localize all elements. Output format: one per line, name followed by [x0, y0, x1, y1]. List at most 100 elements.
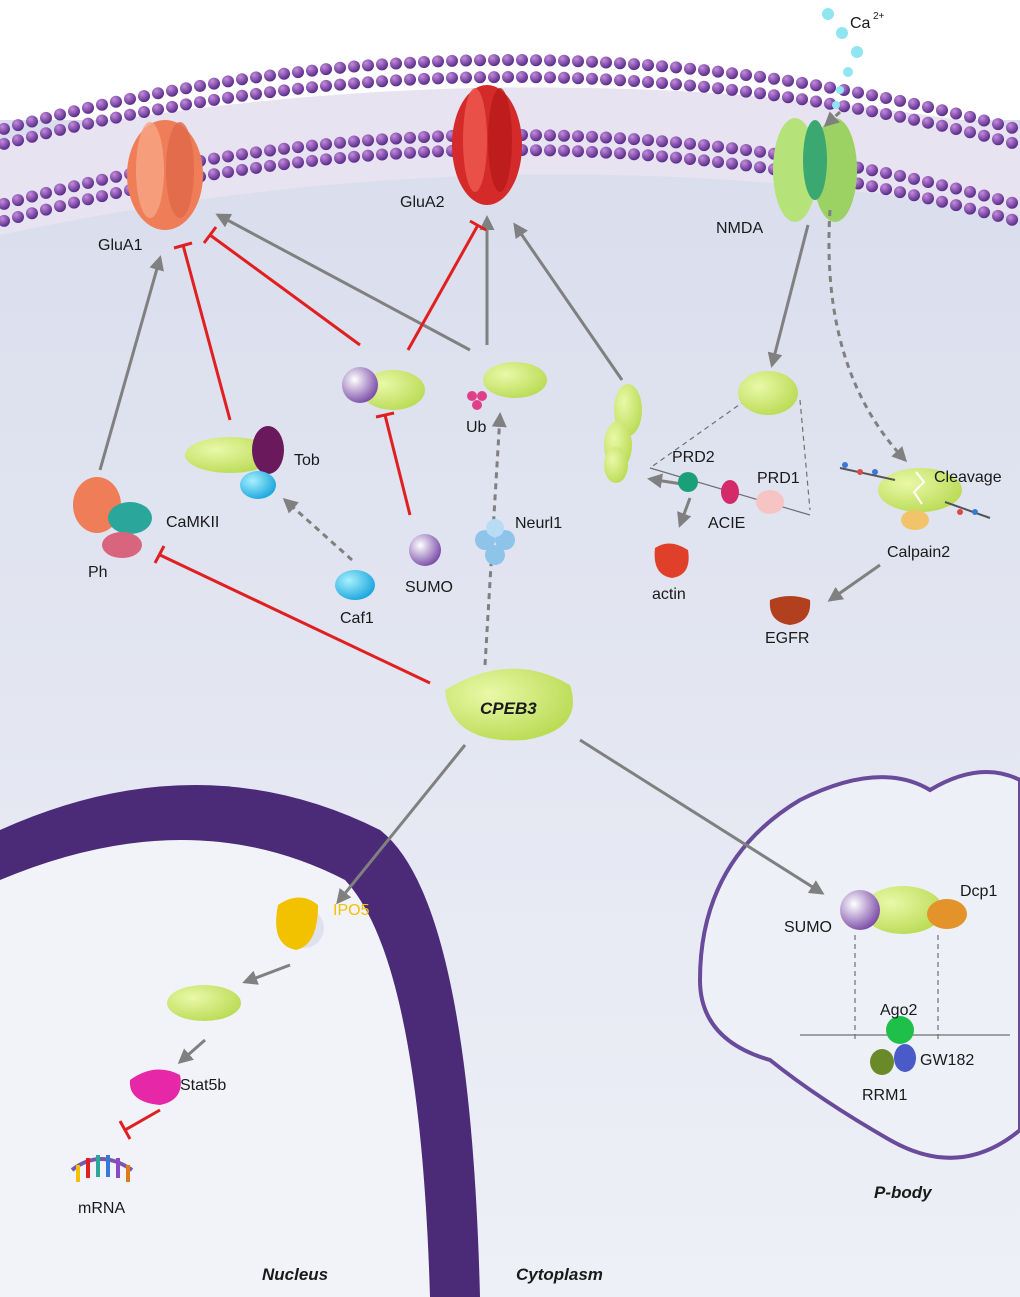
lipid-head: [26, 115, 38, 128]
lipid-head: [684, 153, 696, 165]
lipid-head: [278, 142, 290, 155]
lipid-head: [376, 148, 388, 161]
lipid-head: [404, 131, 416, 144]
lipid-head: [880, 108, 892, 120]
label-gw182: GW182: [920, 1052, 974, 1069]
lipid-head: [26, 207, 38, 220]
p-body-boundary: [697, 770, 1020, 1160]
lipid-head: [0, 122, 10, 135]
lipid-head: [264, 86, 276, 99]
lipid-head: [502, 71, 514, 83]
lipid-head: [866, 180, 878, 193]
lipid-head: [992, 209, 1004, 222]
lipid-head: [40, 111, 52, 124]
label-pbody: P-body: [874, 1183, 933, 1202]
label-prd1: PRD1: [757, 470, 800, 487]
lipid-head: [68, 180, 80, 193]
lipid-head: [362, 76, 374, 89]
lipid-head: [278, 84, 290, 97]
lipid-head: [236, 89, 248, 102]
lipid-head: [558, 129, 570, 142]
lipid-head: [138, 106, 150, 118]
lipid-head: [782, 74, 794, 87]
lipid-head: [166, 84, 178, 97]
lipid-head: [670, 78, 682, 91]
lipid-head: [0, 137, 10, 150]
lipid-head: [936, 195, 948, 208]
lipid-head: [40, 203, 52, 216]
lipid-head: [390, 57, 402, 70]
neurl1-protein: [475, 519, 515, 565]
lipid-head: [320, 79, 332, 92]
lipid-head: [726, 83, 738, 96]
label-ca-charge: 2+: [873, 11, 885, 22]
lipid-head: [250, 146, 262, 159]
lipid-head: [978, 129, 990, 142]
lipid-head: [558, 71, 570, 84]
lipid-head: [586, 145, 598, 158]
lipid-head: [334, 136, 346, 149]
lipid-head: [992, 133, 1004, 146]
lipid-head: [362, 149, 374, 162]
lipid-head: [544, 129, 556, 142]
lipid-head: [558, 144, 570, 157]
lipid-head: [964, 185, 976, 198]
lipid-head: [208, 77, 220, 90]
lipid-head: [964, 202, 976, 215]
lipid-head: [740, 144, 752, 156]
lipid-head: [852, 86, 864, 99]
lipid-head: [180, 98, 192, 111]
lipid-head: [418, 56, 430, 68]
lipid-head: [348, 135, 360, 148]
lipid-head: [936, 104, 948, 117]
lipid-head: [614, 147, 626, 160]
mrna-molecule: [70, 1155, 134, 1182]
lipid-head: [138, 90, 150, 103]
lipid-head: [278, 67, 290, 80]
lipid-head: [628, 133, 640, 146]
lipid-head: [250, 87, 262, 100]
lipid-head: [880, 183, 892, 196]
calpain-cleavage-complex: [839, 462, 991, 530]
lipid-head: [908, 189, 920, 202]
prd1-domain: [756, 490, 784, 514]
glua1-receptor: [127, 120, 203, 230]
prd2-domain: [678, 472, 698, 492]
lipid-head: [600, 146, 612, 159]
ph-camkii-complex: [73, 477, 152, 558]
lipid-head: [208, 152, 220, 165]
lipid-head: [670, 151, 682, 164]
lipid-head: [656, 60, 668, 73]
lipid-head: [1006, 213, 1018, 226]
label-glua1: GluA1: [98, 237, 143, 254]
lipid-head: [292, 141, 304, 154]
lipid-head: [334, 61, 346, 74]
lipid-head: [530, 129, 542, 142]
lipid-head: [82, 101, 94, 114]
ub-cpeb3-complex: [467, 362, 547, 410]
label-actin: actin: [652, 586, 686, 603]
label-ca: Ca: [850, 15, 871, 32]
lipid-head: [894, 94, 906, 107]
lipid-head: [558, 54, 570, 67]
lipid-head: [894, 169, 906, 182]
lipid-head: [68, 105, 80, 118]
lipid-head: [894, 186, 906, 199]
lipid-head: [124, 108, 136, 121]
lipid-head: [936, 119, 948, 132]
lipid-head: [586, 55, 598, 68]
label-ph: Ph: [88, 564, 108, 581]
lipid-head: [796, 76, 808, 89]
lipid-head: [222, 91, 234, 104]
lipid-head: [950, 123, 962, 135]
label-glua2: GluA2: [400, 194, 445, 211]
lipid-head: [390, 74, 402, 87]
lipid-head: [810, 79, 822, 92]
lipid-head: [446, 54, 458, 67]
lipid-head: [0, 214, 10, 227]
lipid-head: [656, 135, 668, 148]
lipid-head: [670, 136, 682, 149]
lipid-head: [530, 144, 542, 157]
lipid-head: [40, 127, 52, 140]
